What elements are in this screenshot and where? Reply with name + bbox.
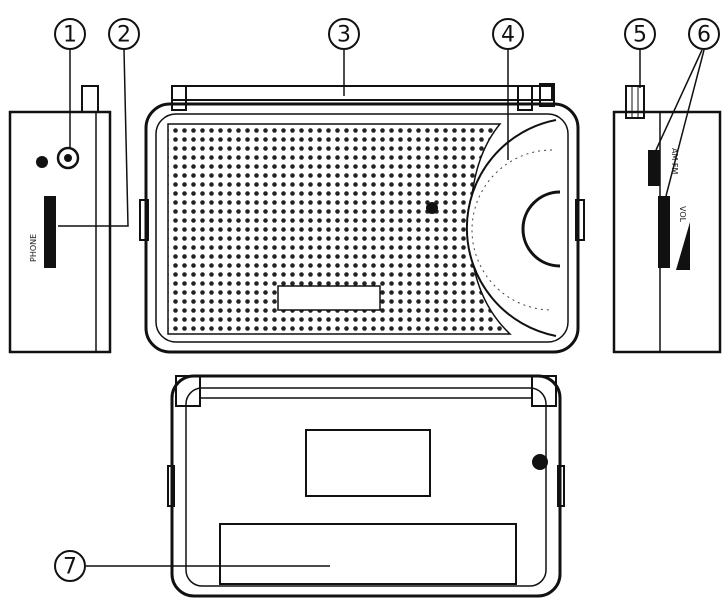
- volume-wedge-icon: [676, 222, 690, 270]
- callout-4: 4: [492, 18, 524, 50]
- back-view: [167, 374, 565, 598]
- callout-5-number: 5: [633, 23, 647, 48]
- band-switch: [648, 150, 660, 186]
- callout-1-number: 1: [63, 23, 77, 48]
- callout-6-number: 6: [697, 23, 711, 48]
- callout-2-leader: [58, 49, 129, 227]
- left-side-body: [8, 110, 112, 354]
- front-view: [139, 83, 585, 354]
- callout-7: 7: [54, 550, 86, 582]
- callout-6-leader-b: [665, 49, 705, 197]
- tuning-dial: [465, 119, 557, 337]
- back-label-plate: [305, 429, 431, 497]
- left-side-view: PHONE: [8, 85, 112, 354]
- right-side-view: AM FM VOL: [612, 85, 722, 354]
- callout-5: 5: [624, 18, 656, 50]
- tuning-indicator-icon: [426, 202, 438, 214]
- antenna-stub: [625, 85, 645, 119]
- battery-cover: [219, 523, 517, 585]
- front-body: [144, 102, 580, 354]
- left-strap-lug: [81, 85, 99, 113]
- callout-6: 6: [688, 18, 720, 50]
- callout-7-number: 7: [63, 555, 77, 580]
- callout-3-number: 3: [337, 23, 351, 48]
- callout-markers: 1 2 3 4 5 6 7: [54, 18, 720, 582]
- dial-knob: [521, 190, 561, 268]
- tuning-wheel: [44, 196, 56, 268]
- headphone-jack-icon: [36, 156, 48, 168]
- volume-wheel: [658, 196, 670, 268]
- brand-plate: [277, 285, 381, 311]
- carry-handle: [171, 85, 553, 101]
- callout-2: 2: [108, 18, 140, 50]
- back-body: [170, 374, 562, 598]
- left-side-label: PHONE: [29, 234, 38, 262]
- callout-2-number: 2: [117, 23, 131, 48]
- volume-label: VOL: [678, 206, 687, 223]
- back-screw-icon: [532, 454, 548, 470]
- right-side-body: [612, 110, 722, 354]
- callout-4-number: 4: [501, 23, 515, 48]
- left-knob: [56, 146, 80, 170]
- callout-3: 3: [328, 18, 360, 50]
- callout-6-leader-a: [655, 49, 703, 151]
- callout-1: 1: [54, 18, 86, 50]
